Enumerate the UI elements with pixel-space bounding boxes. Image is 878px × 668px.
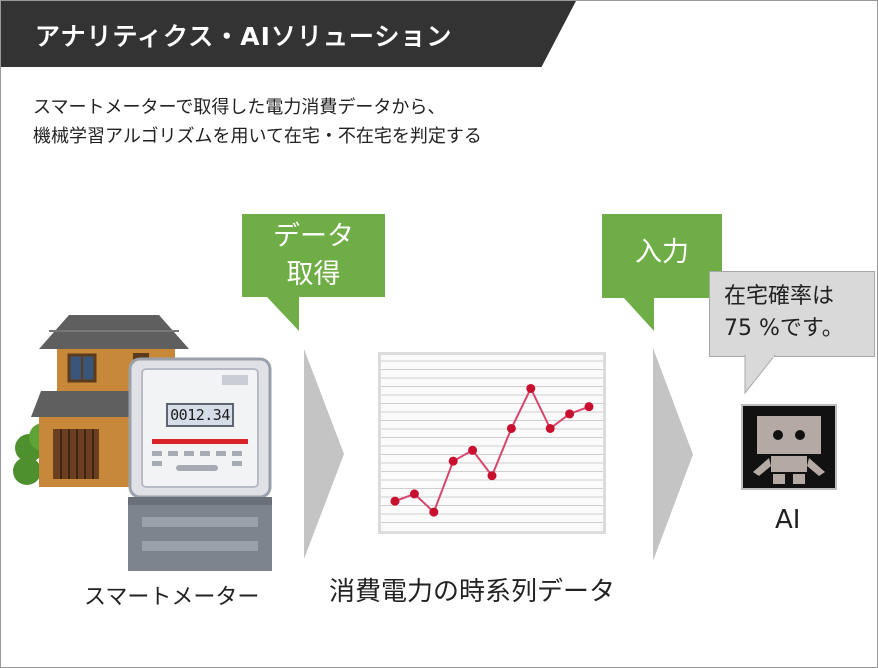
time-series-chart <box>378 352 606 534</box>
chart-data-point <box>545 423 555 433</box>
chart-series-line <box>394 386 590 514</box>
ai-bubble-line-2: 75 %です。 <box>724 316 844 341</box>
smart-meter-label: スマートメーター <box>84 585 260 610</box>
chart-data-point <box>565 409 575 419</box>
chart-plot-area <box>381 360 603 523</box>
chart-data-point <box>468 445 478 455</box>
meter-display: 0012.34 <box>166 403 234 427</box>
callout-input: 入力 <box>602 214 722 298</box>
ai-label: AI <box>775 505 801 535</box>
title-banner <box>1 1 576 67</box>
description-line-1: スマートメーターで取得した電力消費データから、 <box>33 97 446 118</box>
chart-label: 消費電力の時系列データ <box>329 577 616 607</box>
meter-reading: 0012.34 <box>170 406 230 424</box>
chart-data-point <box>584 402 594 412</box>
chart-data-point <box>390 496 400 506</box>
description-line-2: 機械学習アルゴリズムを用いて在宅・不在宅を判定する <box>33 126 482 147</box>
chart-data-point <box>506 423 516 433</box>
page-title: アナリティクス・AIソリューション <box>35 22 453 51</box>
callout-data-acquisition-line-1: データ <box>273 221 354 252</box>
description: スマートメーターで取得した電力消費データから、 機械学習アルゴリズムを用いて在宅… <box>33 93 482 151</box>
callout-data-acquisition-tail <box>267 297 299 331</box>
chart-data-point <box>526 383 536 393</box>
ai-bubble-tail <box>744 355 776 395</box>
chart-data-point <box>487 471 497 481</box>
ai-speech-bubble: 在宅確率は 75 %です。 <box>709 271 875 357</box>
ai-robot-icon <box>741 404 837 490</box>
flow-arrow-2 <box>653 348 693 561</box>
robot-face-icon <box>753 416 825 484</box>
smart-meter-body <box>128 357 272 571</box>
chart-data-point <box>429 507 439 517</box>
callout-data-acquisition-line-2: 取得 <box>286 259 341 290</box>
ai-bubble-line-1: 在宅確率は <box>724 284 835 309</box>
chart-data-point <box>409 489 419 499</box>
callout-input-label: 入力 <box>635 237 689 268</box>
callout-input-tail <box>624 298 654 331</box>
callout-data-acquisition: データ 取得 <box>242 214 385 297</box>
smart-meter: 0012.34 <box>128 357 272 571</box>
flow-arrow-1 <box>304 349 344 559</box>
chart-data-point <box>448 456 458 466</box>
